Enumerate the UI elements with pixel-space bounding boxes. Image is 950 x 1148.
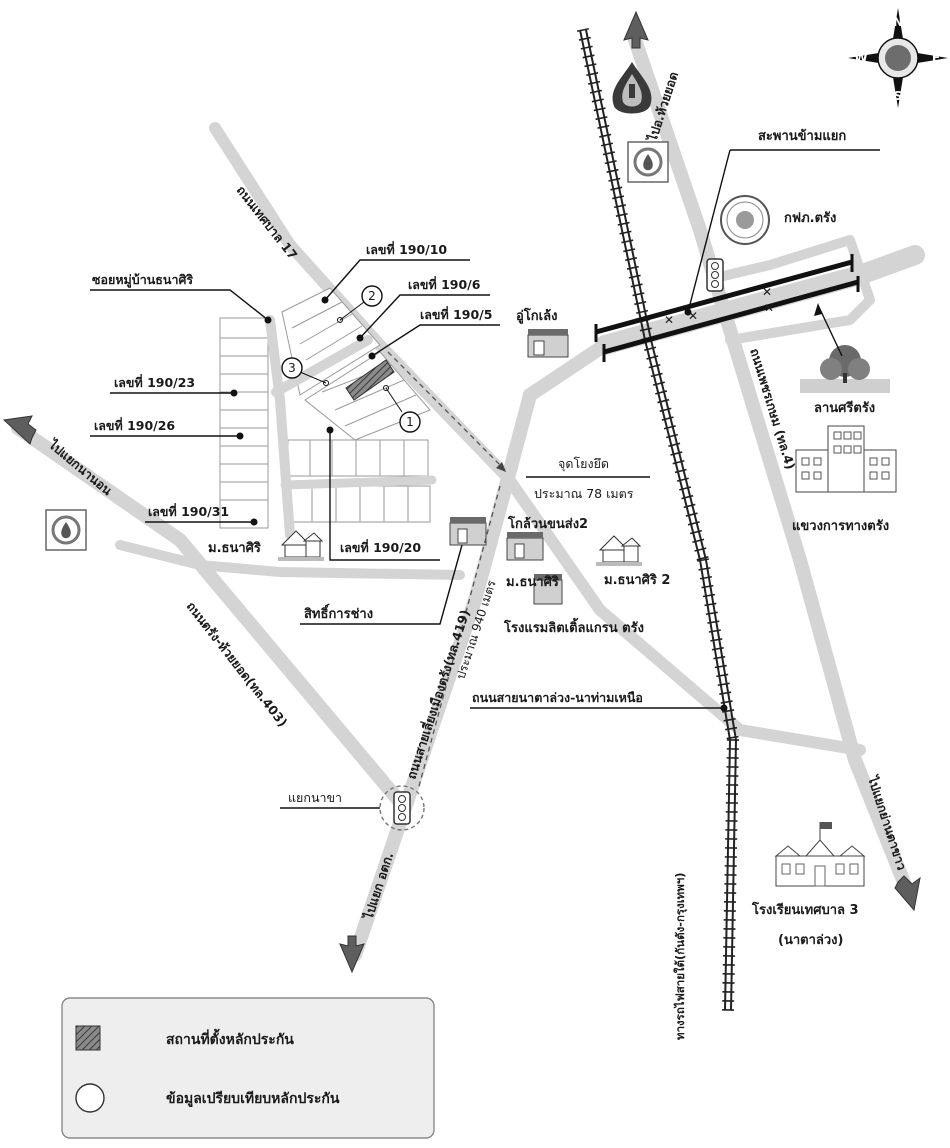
- svg-text:✕: ✕: [688, 309, 698, 323]
- legend-collateral-label: สถานที่ตั้งหลักประกัน: [166, 1028, 294, 1048]
- leader-dots: [230, 296, 728, 712]
- subdivision-grid: [219, 287, 437, 540]
- svg-text:✕: ✕: [762, 285, 772, 299]
- label-m-thanasiri-b: ม.ธนาศิริ: [506, 575, 559, 590]
- label-kolwan: โกล้วนขนส่ง2: [507, 515, 588, 532]
- comparison-marker-1: [399, 411, 421, 433]
- gas-station-icon: [627, 141, 669, 183]
- compass-rose-icon: N S E W: [848, 8, 948, 108]
- svg-text:✕: ✕: [664, 313, 674, 327]
- house-icon: [596, 535, 642, 566]
- legend-collateral-swatch: [75, 1025, 101, 1051]
- svg-text:✕: ✕: [764, 301, 774, 315]
- marker-2-label: 2: [368, 289, 376, 303]
- arrow-west-icon: [2, 415, 37, 445]
- arrow-south-icon: [339, 935, 365, 974]
- comparison-marker-2: [361, 285, 383, 307]
- road-bypass-419: [348, 388, 537, 962]
- traffic-light-icon: [379, 785, 425, 831]
- label-na-kha-junction: แยกนาขา: [288, 790, 342, 805]
- house-icon: [278, 530, 324, 561]
- compass-e: E: [932, 51, 940, 65]
- hotel-building-icon: [533, 574, 563, 605]
- label-plot-190-23: เลขที่ 190/23: [114, 374, 195, 390]
- subject-collateral-plot: [345, 359, 395, 401]
- label-ookoleng: อู่โกเล้ง: [516, 307, 557, 324]
- garage-building-icon: [527, 329, 569, 358]
- label-soi-thanasiri: ซอยหมู่บ้านธนาศิริ: [92, 272, 193, 288]
- label-railway: ทางรถไฟสายใต้(กันตัง-กรุงเทพฯ): [673, 872, 688, 1040]
- compass-s: S: [894, 89, 903, 103]
- kolwan-building-icon: [506, 532, 544, 561]
- roads-layer: [11, 33, 925, 962]
- label-road-na-ta-luang: ถนนสายนาตาล่วง-นาท่ามเหนือ: [472, 690, 643, 705]
- road-soi-branch: [271, 335, 373, 397]
- legend-comparison-label: ข้อมูลเปรียบเทียบหลักประกัน: [166, 1091, 340, 1107]
- label-school-3: โรงเรียนเทศบาล 3: [751, 901, 859, 918]
- direction-arrows: [2, 10, 921, 974]
- trang-seal-icon: [612, 62, 652, 114]
- label-m-thanasiri-2: ม.ธนาศิริ 2: [604, 573, 670, 588]
- label-road-419: ถนนสายเลี่ยงเมืองตรัง(ทล.419): [403, 607, 473, 780]
- plots-left-column: [219, 317, 269, 529]
- plots-middle-row: [287, 439, 429, 477]
- road-soi-cross: [280, 475, 437, 490]
- label-pea-trang: กฟภ.ตรัง: [784, 211, 836, 226]
- office-building-icon: [795, 425, 897, 493]
- school-building-icon: [774, 822, 866, 887]
- marker-1-label: 1: [406, 415, 414, 429]
- road-na-ta-luang: [502, 472, 866, 756]
- label-distance-78: ประมาณ 78 เมตร: [534, 486, 634, 501]
- label-school-3-sub: (นาตาล่วง): [778, 933, 843, 948]
- label-overpass: สะพานข้ามแยก: [758, 128, 846, 144]
- label-little-grand: โรงแรมลิตเติ้ลแกรน ตรัง: [503, 617, 644, 636]
- label-to-ordoko: ไปแยก อตก.: [360, 850, 396, 923]
- railway-line: [576, 27, 740, 1011]
- road-pea-spur: [710, 235, 875, 345]
- arrow-southeast-icon: [894, 875, 921, 912]
- sit-karnchang-building-icon: [449, 517, 487, 546]
- traffic-light-icon: [706, 258, 724, 292]
- label-plot-190-31: เลขที่ 190/31: [148, 503, 229, 519]
- label-plot-190-6: เลขที่ 190/6: [408, 276, 481, 292]
- comparison-markers: 2 3 1: [281, 285, 421, 433]
- label-plot-190-10: เลขที่ 190/10: [366, 241, 447, 257]
- marker-3-label: 3: [288, 361, 296, 375]
- comparison-marker-3: [281, 357, 303, 379]
- label-m-thanasiri: ม.ธนาศิริ: [208, 541, 261, 556]
- label-lan-sri-trang: ลานศรีตรัง: [814, 400, 875, 416]
- road-bypass-north: [523, 338, 612, 402]
- label-road-thetsaban17: ถนนเทศบาล 17: [234, 183, 301, 263]
- road-soi-thanasiri: [265, 315, 295, 540]
- gas-station-icon: [45, 509, 87, 551]
- compass-w: W: [854, 51, 867, 65]
- road-trang-huai-yot: [11, 421, 412, 815]
- compass-n: N: [893, 15, 903, 29]
- road-village-lane: [115, 540, 465, 580]
- label-plot-190-26: เลขที่ 190/26: [94, 417, 175, 433]
- arrow-north-icon: [623, 10, 649, 49]
- tree-park-icon: [800, 345, 890, 393]
- road-phetkasem: [628, 33, 912, 892]
- label-reference-point: จุดโยงยึด: [558, 456, 609, 472]
- label-highways-office: แขวงการทางตรัง: [792, 519, 889, 534]
- label-to-na-non: ไปแยกนานอน: [45, 436, 116, 499]
- leader-lines: [90, 149, 880, 809]
- overpass-bridge: ✕ ✕ ✕ ✕: [594, 254, 860, 362]
- label-plot-190-20: เลขที่ 190/20: [340, 539, 421, 555]
- label-sit-karnchang: สิทธิ์การช่าง: [304, 603, 373, 622]
- label-plot-190-5: เลขที่ 190/5: [420, 306, 492, 322]
- pea-seal-icon: [720, 195, 770, 245]
- legend-box: สถานที่ตั้งหลักประกัน ข้อมูลเปรียบเทียบห…: [61, 997, 435, 1139]
- legend-comparison-swatch: [75, 1083, 105, 1113]
